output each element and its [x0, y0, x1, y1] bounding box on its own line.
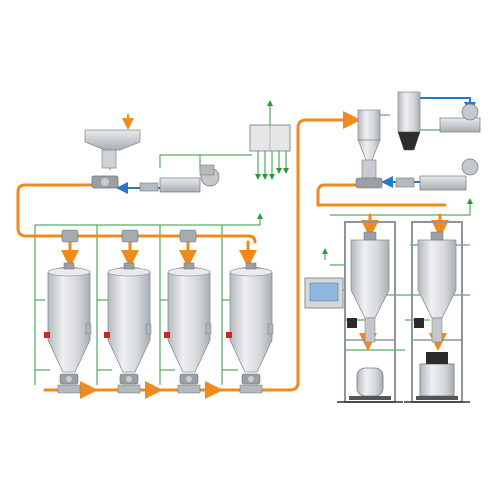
container-icon — [404, 221, 470, 403]
container-bin — [419, 363, 455, 397]
control-signal-lines — [34, 100, 480, 385]
rotary-valve-icon — [119, 373, 139, 385]
container-icon — [337, 221, 403, 403]
receiving-hopper — [84, 129, 141, 169]
blower-icon — [395, 158, 479, 191]
blower-icon — [439, 103, 481, 133]
rotary-valve-icon — [91, 175, 119, 189]
diverter-valve-icon — [61, 229, 197, 243]
bulk-bag-stations — [337, 221, 470, 403]
conveying-lines — [16, 111, 449, 399]
rotary-valve-icon — [179, 373, 199, 385]
silo-icon — [104, 262, 152, 394]
silo-icon — [226, 262, 274, 394]
rotary-valve-icon — [59, 373, 79, 385]
filter-unit — [397, 91, 421, 151]
silo-icon — [44, 262, 92, 394]
warning-label — [104, 332, 110, 338]
control-cabinet-icon — [249, 124, 291, 152]
warning-label — [164, 332, 170, 338]
cyclone-icon — [355, 109, 383, 189]
silo-icon — [417, 239, 457, 319]
hmi-panel-icon — [304, 277, 344, 309]
warning-label — [44, 332, 50, 338]
rotary-valve-icon — [241, 373, 261, 385]
dosing-unit — [347, 318, 357, 328]
silo-icon — [164, 262, 212, 394]
warning-label — [226, 332, 232, 338]
dosing-unit — [414, 318, 424, 328]
blower-icon — [139, 164, 220, 193]
silo-icon — [350, 239, 390, 319]
storage-silos — [44, 262, 274, 394]
bulk-bag — [356, 367, 384, 397]
